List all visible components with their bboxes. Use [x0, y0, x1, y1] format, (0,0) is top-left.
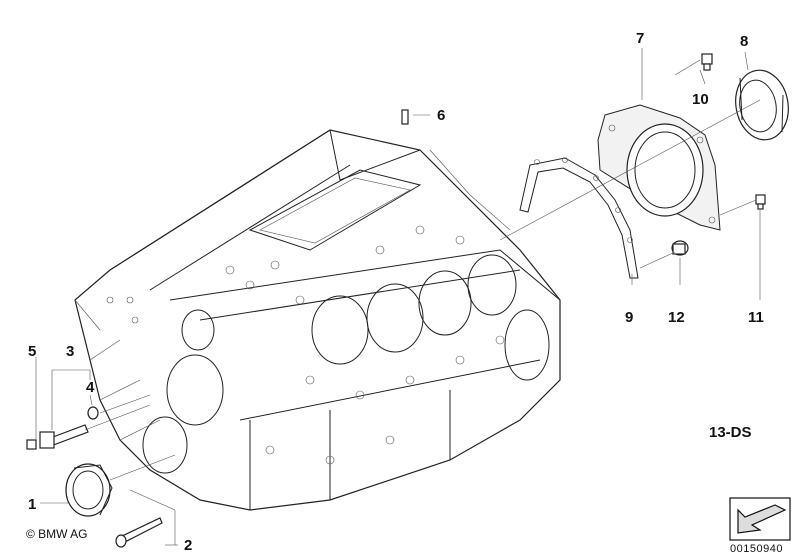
front-shaft-seal [65, 463, 113, 517]
callout-7: 7 [636, 30, 645, 47]
callout-5: 5 [28, 343, 37, 360]
callout-8: 8 [740, 33, 749, 50]
section-code: 13-DS [709, 424, 752, 441]
leader-lines [35, 48, 761, 546]
gasket [519, 157, 639, 279]
callout-11: 11 [748, 309, 764, 326]
bolt-11 [755, 194, 766, 210]
bolt-2 [115, 517, 163, 548]
o-ring-4 [87, 406, 99, 420]
callout-10: 10 [692, 91, 709, 108]
document-number: 00150940 [730, 543, 783, 555]
callout-3: 3 [66, 343, 75, 360]
dowel-12 [671, 240, 689, 256]
pin-6 [401, 109, 409, 125]
sensor-3 [39, 424, 89, 449]
callout-2: 2 [184, 537, 193, 554]
bmw-diagram-logo [729, 497, 791, 541]
callout-4: 4 [86, 379, 95, 396]
callout-12: 12 [668, 309, 685, 326]
bolt-10 [701, 53, 713, 71]
rear-shaft-seal [735, 69, 789, 141]
copyright-notice: © BMW AG [26, 527, 88, 541]
callout-9: 9 [625, 309, 634, 326]
rear-cover [597, 104, 721, 231]
callout-1: 1 [28, 496, 37, 513]
engine-block [74, 129, 561, 511]
bolt-5 [26, 439, 37, 450]
callout-6: 6 [437, 107, 446, 124]
